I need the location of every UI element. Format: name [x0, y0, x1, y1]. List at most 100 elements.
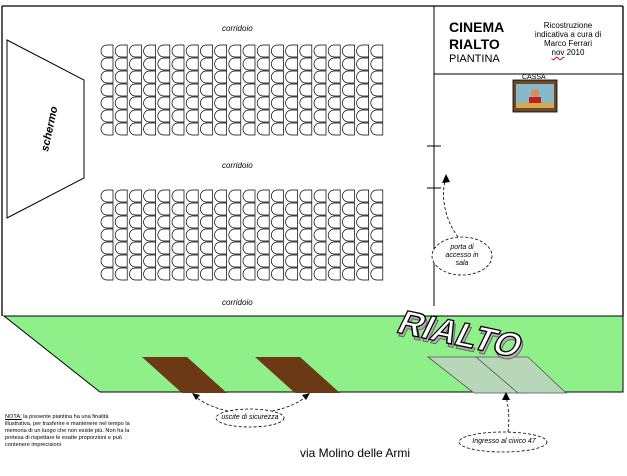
seat: [185, 109, 199, 123]
seat: [129, 228, 142, 242]
seat: [114, 96, 128, 110]
seat: [285, 267, 298, 281]
seat: [228, 70, 242, 84]
seat: [185, 189, 199, 203]
seat: [242, 241, 256, 255]
seat: [256, 70, 270, 84]
seat: [242, 57, 256, 71]
seat: [214, 70, 227, 84]
seat: [256, 83, 270, 97]
seat: [100, 254, 114, 268]
seat: [100, 267, 114, 281]
seat: [114, 57, 128, 71]
seat: [256, 241, 270, 255]
seat: [327, 267, 341, 281]
emergency-exit-left: [142, 357, 227, 393]
seat: [214, 215, 227, 229]
cinema-screen: [6, 39, 85, 219]
seat: [228, 215, 242, 229]
seat: [200, 254, 213, 268]
seat: [157, 57, 171, 71]
seat: [143, 189, 156, 203]
seat: [285, 57, 298, 71]
seat: [157, 202, 171, 216]
emergency-exits-text: uscite di sicurezza: [221, 414, 279, 421]
access-door-pointer: [443, 177, 459, 238]
cinema-subtitle: PIANTINA: [449, 53, 500, 65]
seat: [100, 241, 114, 255]
seat: [143, 57, 156, 71]
seat: [143, 215, 156, 229]
seat: [242, 83, 256, 97]
seat: [143, 228, 156, 242]
corridor-label-bottom: corridoio: [222, 298, 253, 307]
entrance-callout: [458, 431, 548, 453]
seat: [157, 96, 171, 110]
seat: [299, 109, 313, 123]
seat: [214, 228, 227, 242]
seat: [200, 57, 213, 71]
seat: [100, 109, 114, 123]
seat: [114, 109, 128, 123]
seat: [299, 267, 313, 281]
seat: [342, 44, 355, 58]
seat: [129, 109, 142, 123]
seat: [114, 70, 128, 84]
seat: [100, 83, 114, 97]
seat: [143, 267, 156, 281]
seat: [313, 228, 327, 242]
seat: [157, 44, 171, 58]
seat: [129, 254, 142, 268]
seat: [157, 189, 171, 203]
exit-arrowhead-left: [192, 393, 200, 400]
seat: [242, 122, 256, 136]
seat: [327, 70, 341, 84]
seat: [242, 267, 256, 281]
seat: [228, 228, 242, 242]
seat: [285, 96, 298, 110]
seat: [114, 241, 128, 255]
seat: [327, 44, 341, 58]
seat: [356, 109, 369, 123]
seat: [271, 70, 284, 84]
seat: [327, 189, 341, 203]
seat: [327, 109, 341, 123]
seat: [342, 267, 355, 281]
seat: [271, 189, 284, 203]
cinema-title-line2: RIALTO: [449, 36, 500, 52]
seat: [356, 44, 369, 58]
seat: [200, 70, 213, 84]
seat: [370, 267, 384, 281]
exit-arrowhead-right: [302, 393, 310, 400]
seat: [356, 189, 369, 203]
seat: [114, 44, 128, 58]
credit-line1: Ricostruzione: [543, 21, 593, 30]
seat: [242, 202, 256, 216]
seat: [313, 202, 327, 216]
seat: [256, 96, 270, 110]
seat: [200, 189, 213, 203]
seat: [285, 44, 298, 58]
corridor-label-middle: corridoio: [222, 161, 253, 170]
seat: [370, 189, 384, 203]
seat: [271, 122, 284, 136]
seat: [256, 267, 270, 281]
seat: [242, 254, 256, 268]
seat: [143, 83, 156, 97]
seat: [256, 228, 270, 242]
seating-block-front: [100, 44, 384, 136]
seat: [299, 122, 313, 136]
seat: [114, 122, 128, 136]
seat: [313, 267, 327, 281]
seat: [157, 215, 171, 229]
seat: [171, 96, 185, 110]
seat: [114, 267, 128, 281]
seat: [171, 44, 185, 58]
seat: [100, 70, 114, 84]
seat: [228, 96, 242, 110]
seat: [342, 96, 355, 110]
seat: [356, 96, 369, 110]
seat: [242, 96, 256, 110]
seat: [370, 57, 384, 71]
seat: [370, 109, 384, 123]
